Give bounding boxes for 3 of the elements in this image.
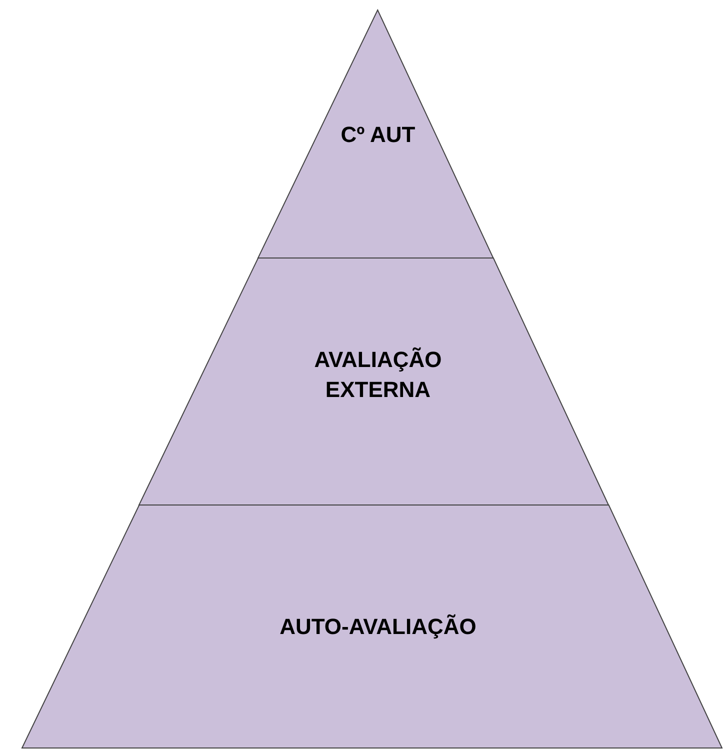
tier-label: AVALIAÇÃO EXTERNA [313,346,443,404]
tier-label: Cº AUT [340,121,416,149]
tier-label: AUTO-AVALIAÇÃO [278,613,478,641]
